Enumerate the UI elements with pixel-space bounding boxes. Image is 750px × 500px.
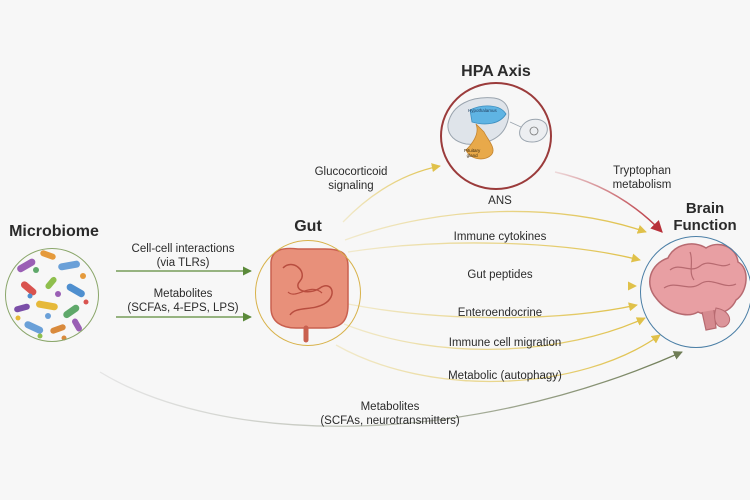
metabolites-brain-label-line1: Metabolites (360, 401, 420, 413)
cell-cell-label-line2: (via TLRs) (156, 257, 210, 269)
metabolites-brain-label-line2: (SCFAs, neurotransmitters) (320, 415, 460, 427)
cell-cell-label: Cell-cell interactions (via TLRs) (108, 242, 258, 270)
microbiome-node (5, 248, 99, 342)
microbiome-title: Microbiome (9, 223, 99, 240)
tryptophan-label-line1: Tryptophan (613, 165, 671, 177)
metabolites-brain-label: Metabolites (SCFAs, neurotransmitters) (300, 400, 480, 428)
cell-cell-label-line1: Cell-cell interactions (131, 243, 235, 255)
ans-arrow (344, 210, 647, 241)
brain-title: Brain Function (660, 200, 750, 234)
tryptophan-arrow (554, 171, 663, 233)
hypothalamus-label: Hypothalamus (468, 108, 497, 113)
tryptophan-label: Tryptophan metabolism (592, 164, 692, 192)
metabolic-autophagy-label: Metabolic (autophagy) (448, 370, 562, 382)
metabolites-gut-label-line2: (SCFAs, 4-EPS, LPS) (127, 302, 239, 314)
gut-title: Gut (294, 218, 322, 235)
immune-cell-migration-label: Immune cell migration (448, 337, 562, 349)
immune-cell-migration-arrow (343, 317, 646, 350)
tryptophan-label-line2: metabolism (612, 179, 672, 191)
ans-label: ANS (488, 195, 512, 207)
gut-peptides-label: Gut peptides (467, 269, 533, 281)
glucocorticoid-label: Glucocorticoid signaling (296, 165, 406, 193)
immune-cytokines-label: Immune cytokines (453, 231, 547, 243)
pituitary-label-line2: gland (466, 153, 478, 158)
pituitary-label: Pituitary gland (464, 148, 480, 158)
brain-title-line2: Function (673, 217, 737, 234)
metabolic-autophagy-arrow (335, 334, 661, 383)
metabolites-brain-arrow (99, 351, 683, 427)
glucocorticoid-arrow (342, 163, 441, 223)
immune-cytokines-arrow (347, 242, 641, 263)
pituitary-label-line1: Pituitary (464, 148, 481, 153)
hpa-title: HPA Axis (461, 63, 531, 80)
brain-node (640, 236, 750, 348)
metabolites-gut-label: Metabolites (SCFAs, 4-EPS, LPS) (108, 287, 258, 315)
glucocorticoid-label-line2: signaling (328, 180, 374, 192)
hpa-node (440, 82, 552, 190)
brain-title-line1: Brain (685, 200, 725, 217)
glucocorticoid-label-line1: Glucocorticoid (314, 166, 388, 178)
gut-node (255, 240, 361, 346)
enteroendocrine-label: Enteroendocrine (457, 307, 543, 319)
enteroendocrine-arrow (347, 302, 638, 319)
metabolites-gut-label-line1: Metabolites (153, 288, 213, 300)
